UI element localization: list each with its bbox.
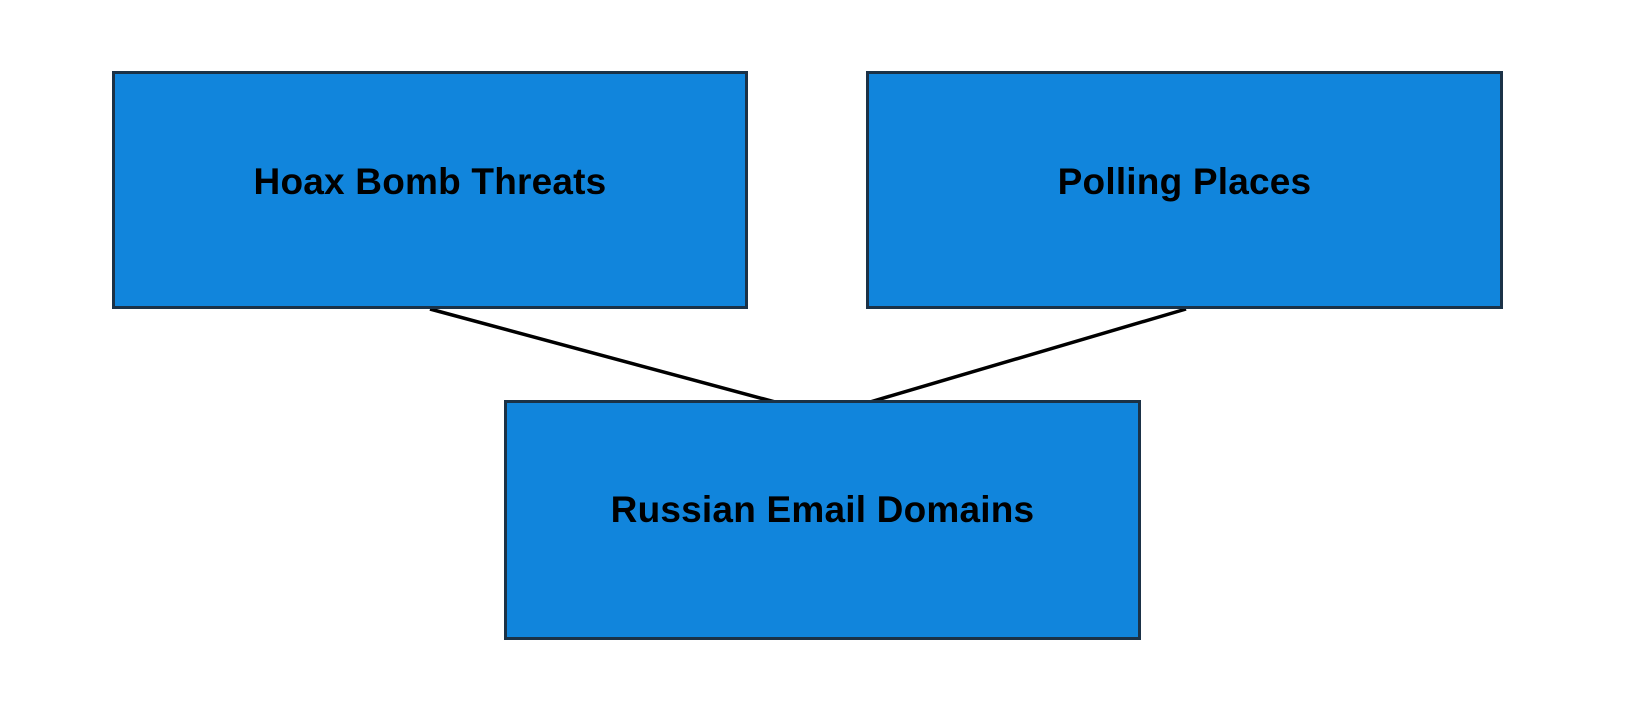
node-label-polling-places: Polling Places [1057, 161, 1312, 202]
node-hoax-bomb-threats: Hoax Bomb Threats [112, 71, 748, 309]
node-polling-places: Polling Places [866, 71, 1503, 309]
node-label-russian-email-domains: Russian Email Domains [610, 489, 1035, 530]
node-label-hoax-bomb-threats: Hoax Bomb Threats [253, 161, 607, 202]
connector-polling-to-russian [869, 307, 1187, 404]
connector-hoax-to-russian [429, 307, 776, 404]
node-russian-email-domains: Russian Email Domains [504, 400, 1141, 640]
